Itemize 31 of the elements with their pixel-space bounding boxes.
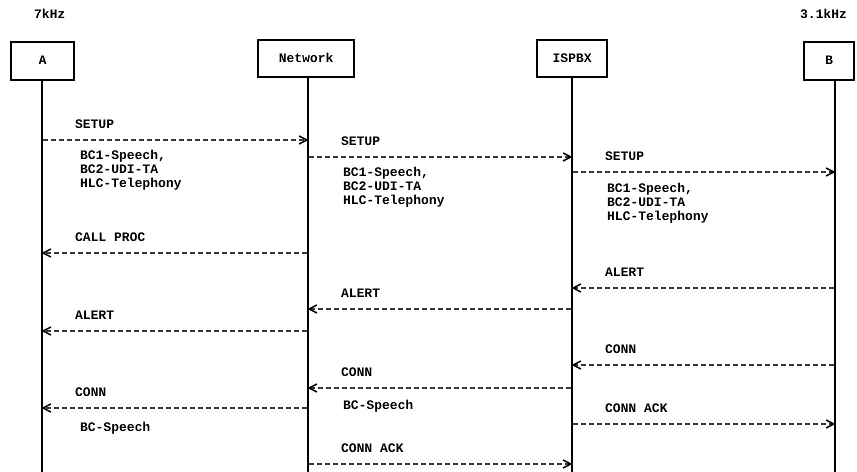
message-arrow — [42, 403, 307, 413]
participant-box — [257, 39, 355, 78]
participant-box — [536, 39, 608, 78]
bandwidth-label: 7kHz — [34, 8, 66, 22]
message-arrow — [43, 135, 308, 145]
participant-box — [10, 41, 75, 81]
message-arrow — [572, 283, 834, 293]
participant-name: ISPBX — [552, 52, 592, 66]
lifeline — [307, 78, 309, 472]
participant-box — [803, 41, 855, 81]
message-arrow — [42, 248, 307, 258]
participant-name: Network — [278, 52, 334, 66]
lifeline — [834, 81, 836, 472]
message-arrow — [309, 459, 572, 469]
participant-name: A — [38, 54, 46, 68]
message-arrow — [42, 326, 307, 336]
participant-name: B — [825, 54, 833, 68]
message-arrow — [308, 383, 571, 393]
message-arrow — [573, 419, 835, 429]
parameter-text: BC-Speech — [80, 421, 152, 435]
message-arrow — [309, 152, 572, 162]
lifeline — [571, 78, 573, 472]
bandwidth-label: 3.1kHz — [800, 8, 847, 22]
message-arrow — [572, 360, 834, 370]
parameter-text: BC1-Speech, BC2-UDI-TA HLC-Telephony — [80, 149, 182, 191]
message-arrow — [308, 304, 571, 314]
parameter-text: BC1-Speech, BC2-UDI-TA HLC-Telephony — [607, 182, 710, 224]
message-arrow — [573, 167, 835, 177]
parameter-text: BC1-Speech, BC2-UDI-TA HLC-Telephony — [343, 166, 446, 208]
parameter-text: BC-Speech — [343, 399, 414, 413]
lifeline — [41, 81, 43, 472]
